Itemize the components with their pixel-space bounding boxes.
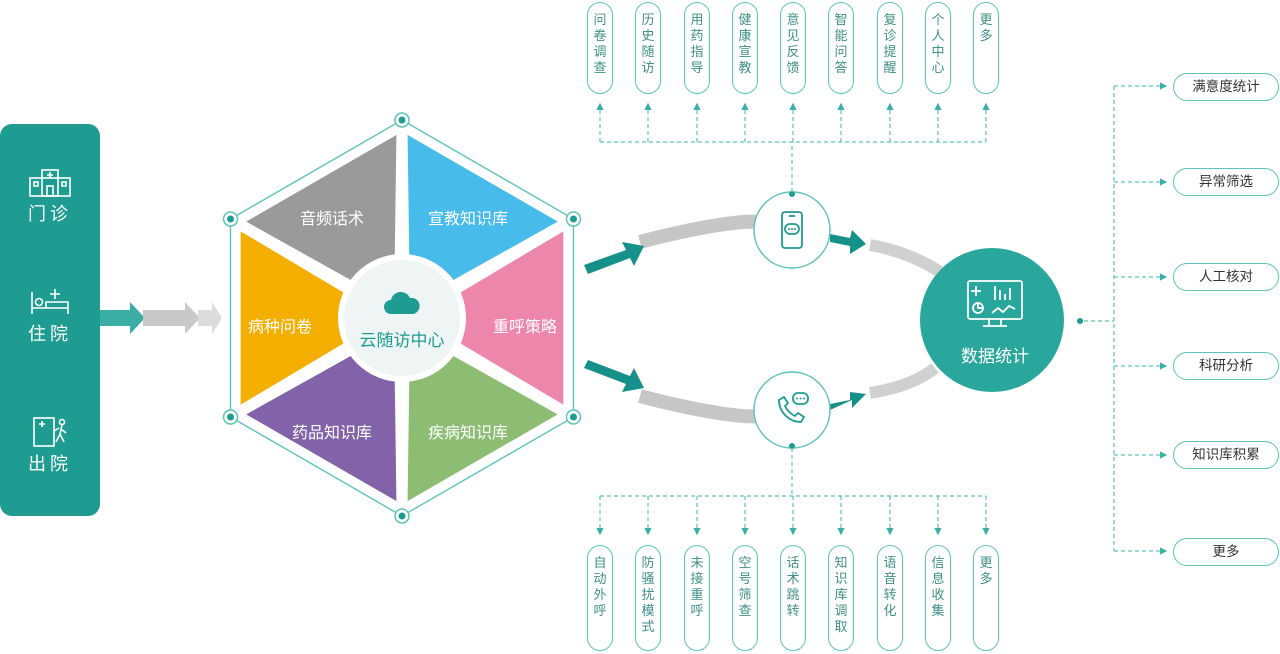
hexagon-segment	[237, 323, 403, 510]
top-feature-label: 用药指导	[690, 13, 704, 76]
hexagon-segment	[237, 126, 403, 313]
bottom-feature-pill[interactable]: 空号筛查	[732, 545, 758, 651]
source-item-inpatient: 住院	[0, 284, 100, 346]
bottom-feature-label: 语音转化	[883, 556, 897, 619]
output-pill[interactable]: 人工核对	[1173, 263, 1279, 291]
source-label: 门诊	[28, 204, 72, 225]
hexagon-segment	[401, 126, 567, 313]
top-feature-label: 复诊提醒	[883, 13, 897, 76]
flow-arc-gray	[868, 239, 944, 278]
bottom-feature-label: 更多	[979, 556, 993, 587]
top-feature-label: 个人中心	[931, 13, 945, 76]
segment-label-disease-questionnaire: 病种问卷	[247, 317, 312, 336]
monitor-dashboard-icon	[967, 280, 1023, 327]
bottom-feature-pill[interactable]: 语音转化	[877, 545, 903, 651]
output-pill[interactable]: 知识库积累	[1173, 441, 1279, 469]
source-panel: 门诊 住院 出院	[0, 124, 100, 516]
bottom-feature-pill[interactable]: 自动外呼	[587, 545, 613, 651]
phone-call-icon	[778, 392, 809, 423]
hospital-bed-icon	[31, 289, 69, 314]
hexagon-segment	[401, 323, 567, 510]
flow-arc-gray	[638, 214, 761, 249]
bottom-feature-label: 信息收集	[931, 556, 945, 619]
flow-arrow-teal	[584, 360, 644, 392]
hexagon-segment	[409, 223, 570, 413]
input-arrow-gray	[143, 302, 200, 334]
top-feature-pill[interactable]: 用药指导	[684, 2, 710, 94]
top-feature-label: 问卷调查	[593, 13, 607, 76]
hospital-building-icon	[29, 169, 71, 197]
bottom-feature-label: 未接重呼	[690, 556, 704, 619]
bottom-feature-label: 防骚扰模式	[641, 556, 655, 635]
hexagon-node-dot	[569, 215, 577, 223]
top-feature-label: 更多	[979, 13, 993, 44]
top-feature-label: 健康宣教	[738, 13, 752, 76]
segment-label-disease-kb: 疾病知识库	[427, 423, 508, 442]
bottom-feature-pill[interactable]: 知识库调取	[828, 545, 854, 651]
stats-label: 数据统计	[961, 347, 1029, 367]
channel-node	[789, 191, 795, 197]
discharge-walking-icon	[33, 417, 67, 447]
output-pill[interactable]: 异常筛选	[1173, 168, 1279, 196]
top-feature-pill[interactable]: 更多	[973, 2, 999, 94]
top-feature-pill[interactable]: 复诊提醒	[877, 2, 903, 94]
bottom-feature-label: 自动外呼	[593, 556, 607, 619]
bottom-feature-pill[interactable]: 防骚扰模式	[635, 545, 661, 651]
flow-arc-gray	[638, 389, 761, 424]
top-feature-label: 历史随访	[641, 13, 655, 76]
top-feature-pill[interactable]: 健康宣教	[732, 2, 758, 94]
hexagon-node-dot	[227, 215, 235, 223]
top-feature-pill[interactable]: 问卷调查	[587, 2, 613, 94]
bottom-feature-label: 话术跳转	[786, 556, 800, 619]
flow-arrow-teal	[830, 392, 866, 410]
flow-arrow-teal	[584, 242, 644, 274]
source-item-discharge: 出院	[0, 414, 100, 476]
segment-label-redial-strategy: 重呼策略	[492, 317, 557, 336]
hexagon-node-dot	[569, 413, 577, 421]
top-feature-pill[interactable]: 历史随访	[635, 2, 661, 94]
hexagon-node-dot	[227, 413, 235, 421]
output-pill[interactable]: 科研分析	[1173, 352, 1279, 380]
stats-node	[1077, 318, 1083, 324]
bottom-feature-label: 空号筛查	[738, 556, 752, 619]
mobile-chat-icon	[781, 211, 803, 249]
flow-arc-gray	[868, 363, 939, 399]
hexagon-node-dot	[398, 116, 406, 124]
source-label: 住院	[28, 324, 72, 345]
top-feature-pill[interactable]: 个人中心	[925, 2, 951, 94]
hub-title: 云随访中心	[359, 331, 445, 351]
hexagon-node-dot	[398, 512, 406, 520]
top-feature-pill[interactable]: 智能问答	[828, 2, 854, 94]
source-item-outpatient: 门诊	[0, 164, 100, 226]
output-pill[interactable]: 更多	[1173, 538, 1279, 566]
stats-circle	[920, 248, 1064, 392]
top-feature-label: 意见反馈	[786, 13, 800, 76]
segment-label-education-kb: 宣教知识库	[427, 209, 508, 228]
bottom-feature-label: 知识库调取	[834, 556, 848, 635]
segment-label-audio-script: 音频话术	[299, 209, 364, 228]
bottom-feature-pill[interactable]: 未接重呼	[684, 545, 710, 651]
flow-arrow-teal	[830, 230, 866, 254]
source-label: 出院	[28, 454, 72, 475]
top-feature-pill[interactable]: 意见反馈	[780, 2, 806, 94]
hexagon-segment	[234, 223, 395, 413]
bottom-feature-pill[interactable]: 更多	[973, 545, 999, 651]
hub-circle	[344, 260, 460, 376]
channel-node	[789, 443, 795, 449]
bottom-feature-pill[interactable]: 信息收集	[925, 545, 951, 651]
output-pill[interactable]: 满意度统计	[1173, 73, 1279, 101]
bottom-feature-pill[interactable]: 话术跳转	[780, 545, 806, 651]
cloud-icon	[384, 292, 420, 314]
input-arrow-teal	[100, 302, 145, 334]
top-feature-label: 智能问答	[834, 13, 848, 76]
input-arrow-gray-tail	[198, 302, 222, 334]
segment-label-drug-kb: 药品知识库	[291, 423, 372, 442]
